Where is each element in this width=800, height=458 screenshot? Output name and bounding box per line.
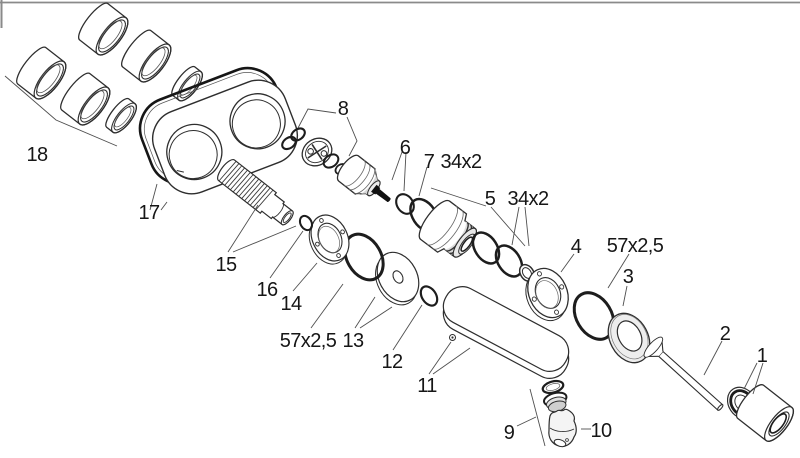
oring-57x25: [343, 232, 385, 282]
leader-7: [418, 166, 428, 197]
oring-part-12: [419, 285, 439, 307]
dimension-57x25-label-2: 57x2,5: [607, 235, 664, 257]
leader-1: [743, 362, 764, 395]
oring-part-6: [395, 193, 415, 215]
adapter-group-part-8: [281, 127, 348, 175]
cartridge-part: [336, 154, 391, 202]
callout-11-label: 11: [417, 375, 437, 397]
callout-1-label: 1: [757, 345, 768, 367]
leader-17: [149, 183, 168, 211]
callout-13-label: 13: [342, 330, 364, 352]
callout-3-label: 3: [623, 266, 634, 288]
small-oring: [322, 153, 340, 169]
handle-part-1: [735, 384, 794, 442]
leader-3: [622, 285, 628, 307]
leader-11: [428, 341, 471, 375]
leader-16: [269, 230, 304, 279]
callout-4-label: 4: [571, 236, 582, 258]
callout-7-label: 7: [424, 151, 435, 173]
leader-15: [227, 204, 297, 253]
callout-17-label: 17: [138, 202, 160, 224]
oring-57x25: [572, 291, 616, 341]
leader-9: [516, 388, 546, 447]
extension-sleeve-part-5: [418, 199, 477, 258]
callout-16-label: 16: [256, 279, 278, 301]
disc-part-13: [375, 251, 420, 306]
spout-screw: [449, 334, 456, 341]
callout-labels: 1 2 3 4 5 6 7 8 9 10 11 12 13 14 15 16 1…: [26, 98, 768, 444]
flange-part-14: [308, 214, 350, 265]
callout-10-label: 10: [590, 420, 612, 442]
leader-57x25-right: [607, 253, 630, 289]
leader-lines: [4, 75, 764, 447]
leader-2: [703, 340, 723, 376]
dimension-34x2-label-1: 34x2: [441, 151, 482, 173]
mounting-flange-part-4: [525, 267, 569, 322]
spout-part-11: [442, 286, 570, 379]
callout-2-label: 2: [720, 323, 731, 345]
leader-13: [354, 296, 393, 329]
leader-12: [392, 304, 423, 351]
oring-part-16: [298, 214, 314, 232]
callout-8-label: 8: [338, 98, 349, 120]
threaded-tube-part-15: [217, 159, 294, 226]
callout-5-label: 5: [485, 188, 496, 210]
escutcheon-plate-part-17: [152, 79, 298, 195]
leader-4: [560, 253, 575, 273]
leader-8: [297, 108, 358, 157]
escutcheon-ring-part-3: [607, 312, 651, 364]
leader-34x2: [511, 206, 530, 247]
callout-15-label: 15: [215, 254, 237, 276]
leader-6: [391, 151, 407, 192]
leader-14: [292, 262, 318, 292]
callout-9-label: 9: [504, 422, 515, 444]
leader-5: [430, 187, 526, 247]
small-oring: [281, 135, 297, 151]
cartridge-stem: [371, 184, 381, 195]
dimension-34x2-label-2: 34x2: [508, 188, 549, 210]
fixing-pin-part-2: [643, 336, 724, 411]
oring-34x2: [471, 231, 501, 265]
aerator-insert: [543, 391, 568, 413]
callout-12-label: 12: [381, 351, 403, 373]
callout-18-label: 18: [26, 144, 48, 166]
dimension-57x25-label-1: 57x2,5: [280, 330, 337, 352]
callout-6-label: 6: [400, 137, 411, 159]
small-oring: [290, 127, 306, 142]
oring-34x2: [494, 244, 524, 278]
aerator-group-part-9: [541, 379, 577, 448]
leader-57x25-left: [310, 283, 344, 329]
callout-14-label: 14: [280, 293, 302, 315]
aerator-elbow-part-10: [548, 408, 577, 448]
leader-18: [4, 75, 118, 147]
